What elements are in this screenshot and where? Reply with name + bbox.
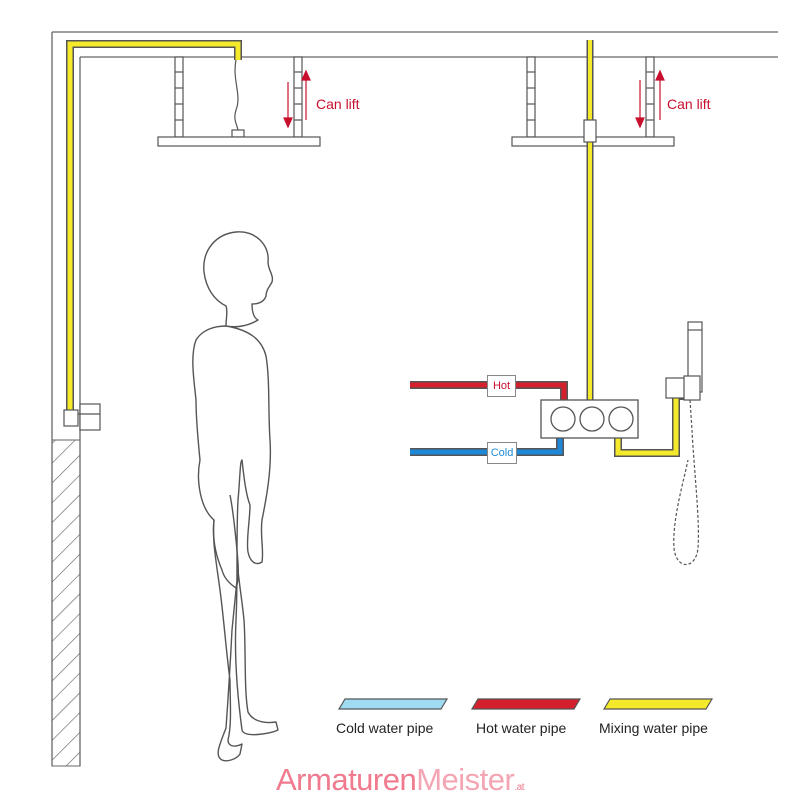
hatched-wall	[51, 439, 81, 767]
valve-knob	[608, 406, 634, 432]
legend-hot-label: Hot water pipe	[476, 720, 567, 736]
legend-mix-swatch	[602, 698, 714, 710]
valve-knob	[550, 406, 576, 432]
can-lift-label-left: Can lift	[316, 96, 360, 112]
brand-logo: ArmaturenMeister.at	[0, 762, 800, 798]
hand-shower	[665, 321, 703, 401]
legend-hot-swatch	[470, 698, 582, 710]
legend-cold-label: Cold water pipe	[336, 720, 434, 736]
hot-tag: Hot	[487, 375, 516, 397]
left-lift-arrows	[283, 69, 311, 129]
legend-cold-swatch	[337, 698, 449, 710]
can-lift-label-right: Can lift	[667, 96, 711, 112]
brand-part-2: Meister	[416, 762, 515, 797]
cold-water-pipe	[410, 438, 564, 456]
right-mixing-pipe	[583, 40, 597, 400]
right-lift-arrows	[635, 69, 665, 129]
brand-part-1: Armaturen	[276, 762, 417, 797]
legend-swatches	[337, 698, 714, 710]
left-shower-head	[157, 56, 321, 147]
left-mixing-pipe	[66, 40, 242, 415]
brand-part-3: .at	[514, 782, 524, 793]
valve-knob	[579, 406, 605, 432]
hose-icon	[673, 399, 699, 565]
human-figure-icon	[192, 231, 279, 762]
cold-tag: Cold	[487, 442, 517, 464]
wall-valve	[63, 403, 101, 431]
legend-mix-label: Mixing water pipe	[599, 720, 708, 736]
thermostatic-valve	[540, 399, 639, 439]
hot-water-pipe	[410, 381, 568, 402]
